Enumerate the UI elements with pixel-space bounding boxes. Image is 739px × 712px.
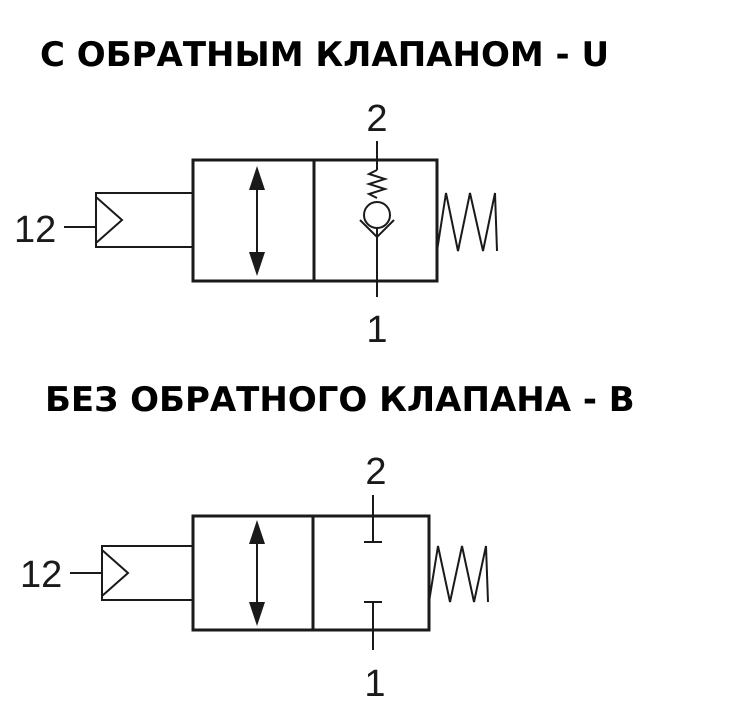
diagram-title-check-valve: С ОБРАТНЫМ КЛАПАНОМ - U bbox=[40, 35, 609, 75]
port-label-2: 2 bbox=[366, 98, 387, 140]
check-valve-icon bbox=[359, 141, 395, 297]
return-spring-icon bbox=[428, 545, 489, 603]
port-label-2: 2 bbox=[365, 451, 386, 493]
pilot-actuator-icon bbox=[70, 545, 193, 601]
return-spring-icon bbox=[436, 192, 498, 252]
blocked-port-icon bbox=[364, 495, 382, 650]
pilot-actuator-icon bbox=[64, 192, 193, 248]
diagram-title-no-check-valve: БЕЗ ОБРАТНОГО КЛАПАНА - B bbox=[45, 380, 635, 420]
double-arrow-icon bbox=[249, 520, 265, 626]
valve-body bbox=[191, 514, 431, 632]
port-label-1: 1 bbox=[366, 309, 387, 351]
double-arrow-icon bbox=[249, 166, 265, 276]
port-label-1: 1 bbox=[364, 663, 385, 705]
diagram-without-check-valve: БЕЗ ОБРАТНОГО КЛАПАНА - B 2 1 12 bbox=[20, 380, 635, 705]
port-label-12: 12 bbox=[14, 209, 56, 251]
port-label-12: 12 bbox=[20, 554, 62, 596]
diagram-with-check-valve: С ОБРАТНЫМ КЛАПАНОМ - U 2 1 12 bbox=[14, 35, 609, 351]
